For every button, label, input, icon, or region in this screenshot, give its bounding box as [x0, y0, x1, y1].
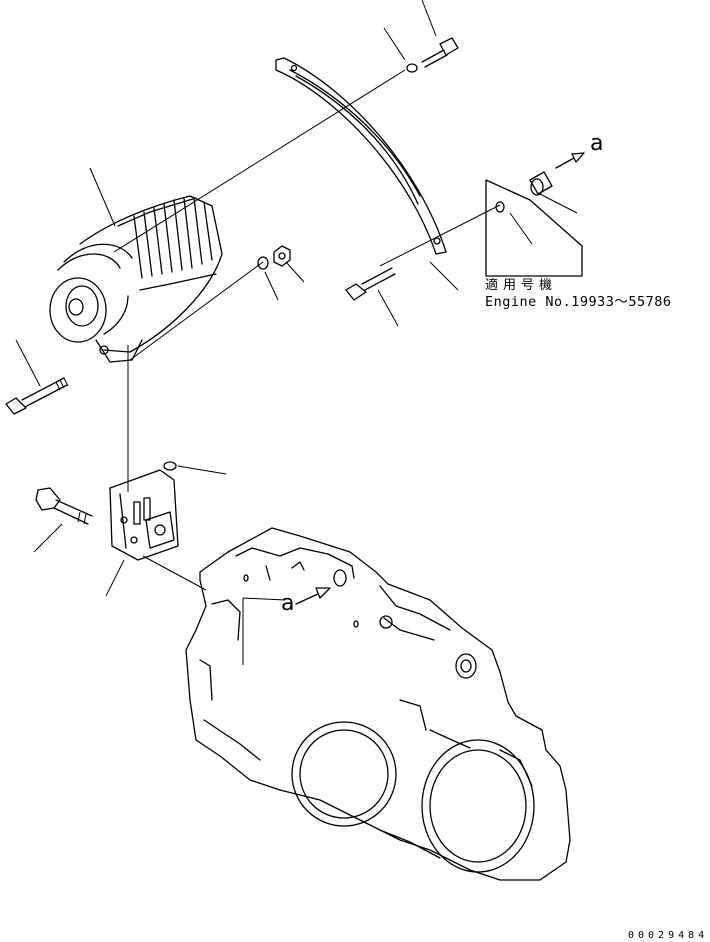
- engine-serial-range: Engine No.19933～55786: [485, 294, 672, 310]
- spacer-sleeve: [529, 152, 585, 196]
- alternator: [49, 195, 223, 363]
- leader-lines: [113, 69, 501, 665]
- applicability-box: [485, 179, 583, 277]
- reference-label-a-top: a: [590, 131, 604, 156]
- callout-leaders: [15, 0, 578, 597]
- reference-label-a-bottom: a: [281, 591, 295, 616]
- drawing-number: 00029484: [628, 930, 709, 941]
- nut-and-washer: [257, 245, 291, 270]
- adjusting-bracket: [275, 57, 447, 255]
- lock-washer: [163, 461, 177, 471]
- flange-bolt: [35, 487, 93, 525]
- top-bolt: [406, 37, 459, 73]
- alternator-bracket: [109, 469, 179, 561]
- alternator-mounting-bolt: [5, 377, 69, 415]
- timing-gear-case: [185, 527, 571, 881]
- applicability-title: 適用号機: [485, 278, 558, 293]
- bracket-bolt: [345, 267, 396, 301]
